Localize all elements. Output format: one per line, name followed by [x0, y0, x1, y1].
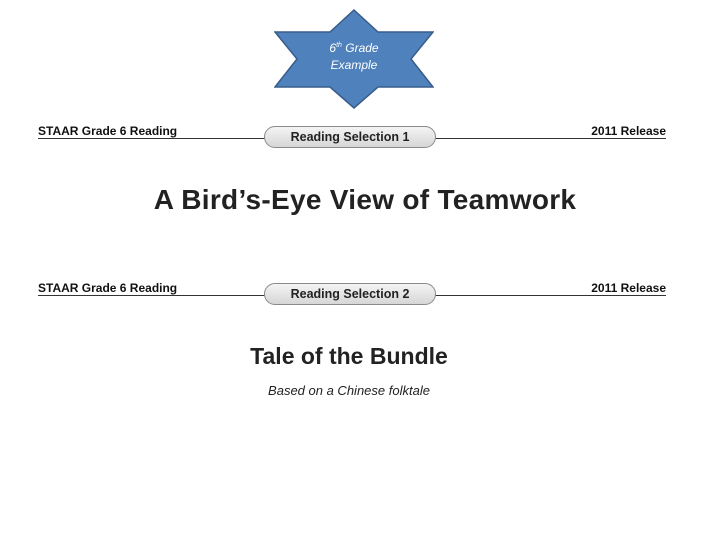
badge-grade-suffix: th: [336, 42, 342, 49]
selection-2-header: STAAR Grade 6 Reading Reading Selection …: [38, 281, 666, 311]
selection-2-title: Tale of the Bundle: [250, 343, 448, 369]
test-name: STAAR Grade 6 Reading: [38, 124, 178, 138]
test-name: STAAR Grade 6 Reading: [38, 281, 178, 295]
release-label: 2011 Release: [591, 124, 666, 138]
selection-1-header: STAAR Grade 6 Reading Reading Selection …: [38, 124, 666, 154]
example-badge: 6th Grade Example: [274, 9, 434, 109]
badge-line2: Example: [330, 58, 378, 72]
reading-selection-pill: Reading Selection 2: [264, 283, 436, 305]
badge-grade-number: 6: [329, 41, 337, 55]
badge-label: 6th Grade Example: [274, 40, 434, 74]
selection-1-title: A Bird’s-Eye View of Teamwork: [153, 184, 577, 215]
star-polygon: [274, 9, 434, 109]
release-label: 2011 Release: [591, 281, 666, 295]
star-badge-shape: [274, 9, 434, 109]
badge-grade-word: Grade: [345, 41, 379, 55]
selection-2-subtitle: Based on a Chinese folktale: [268, 383, 430, 398]
reading-selection-pill: Reading Selection 1: [264, 126, 436, 148]
